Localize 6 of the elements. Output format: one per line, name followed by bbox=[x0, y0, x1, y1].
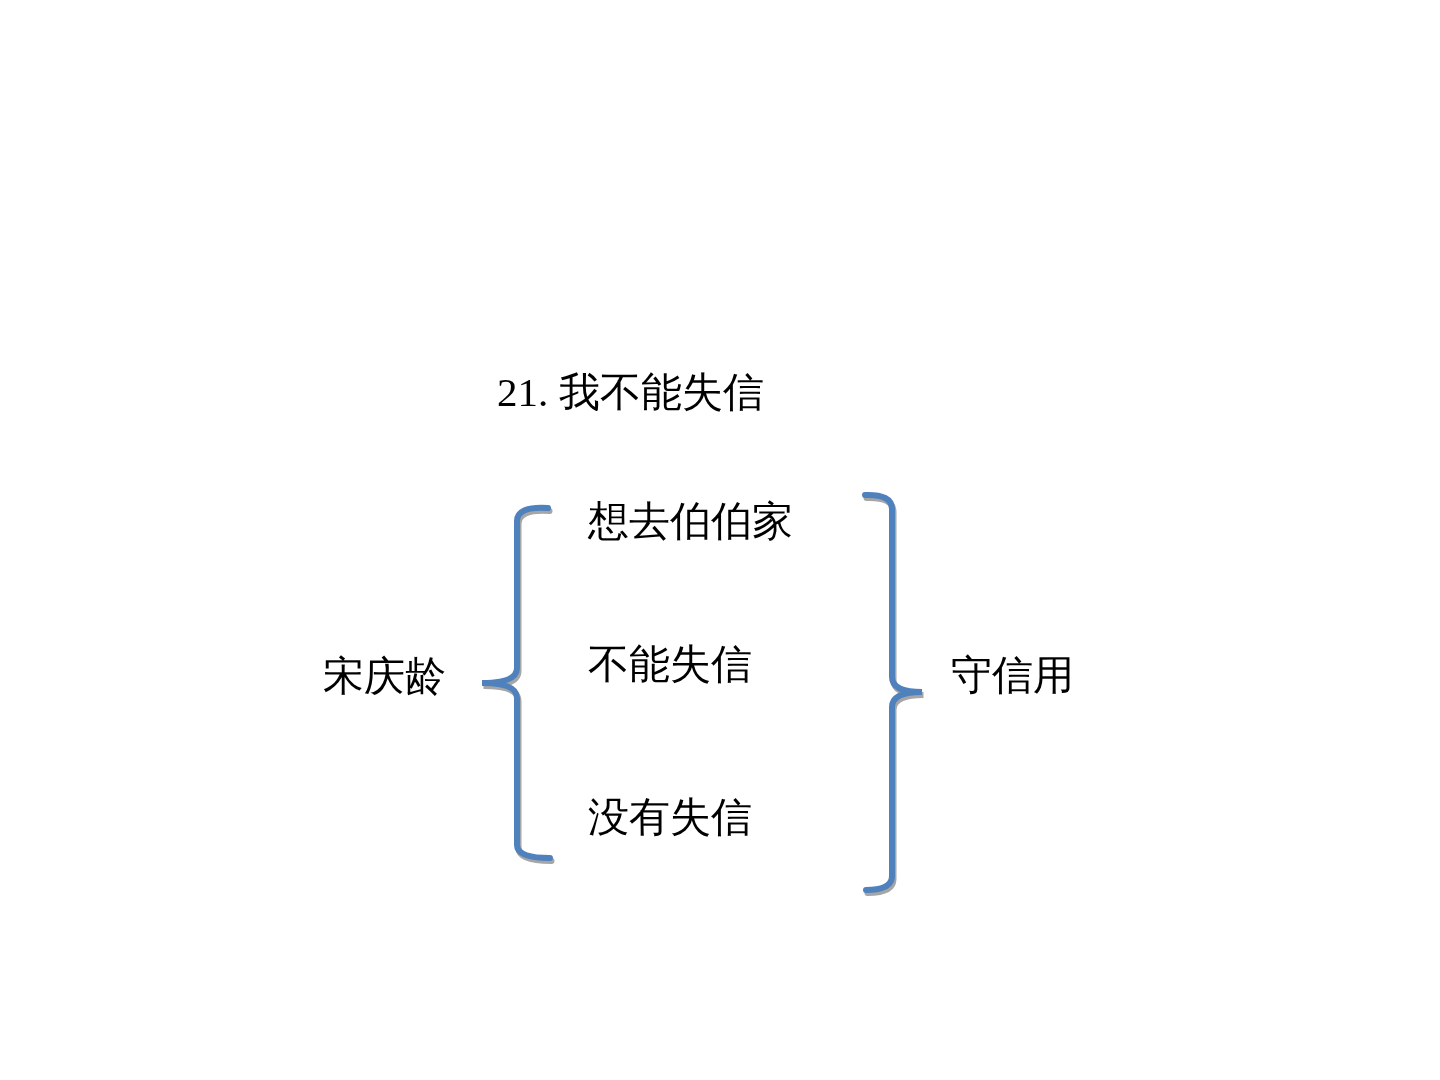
item-text: 想去伯伯家 bbox=[588, 499, 793, 545]
item-text: 没有失信 bbox=[588, 795, 752, 841]
title: 21. 我不能失信 bbox=[497, 370, 764, 416]
item-text: 不能失信 bbox=[588, 642, 752, 688]
conclusion-label: 守信用 bbox=[951, 653, 1074, 699]
subject-label: 宋庆龄 bbox=[323, 654, 446, 700]
